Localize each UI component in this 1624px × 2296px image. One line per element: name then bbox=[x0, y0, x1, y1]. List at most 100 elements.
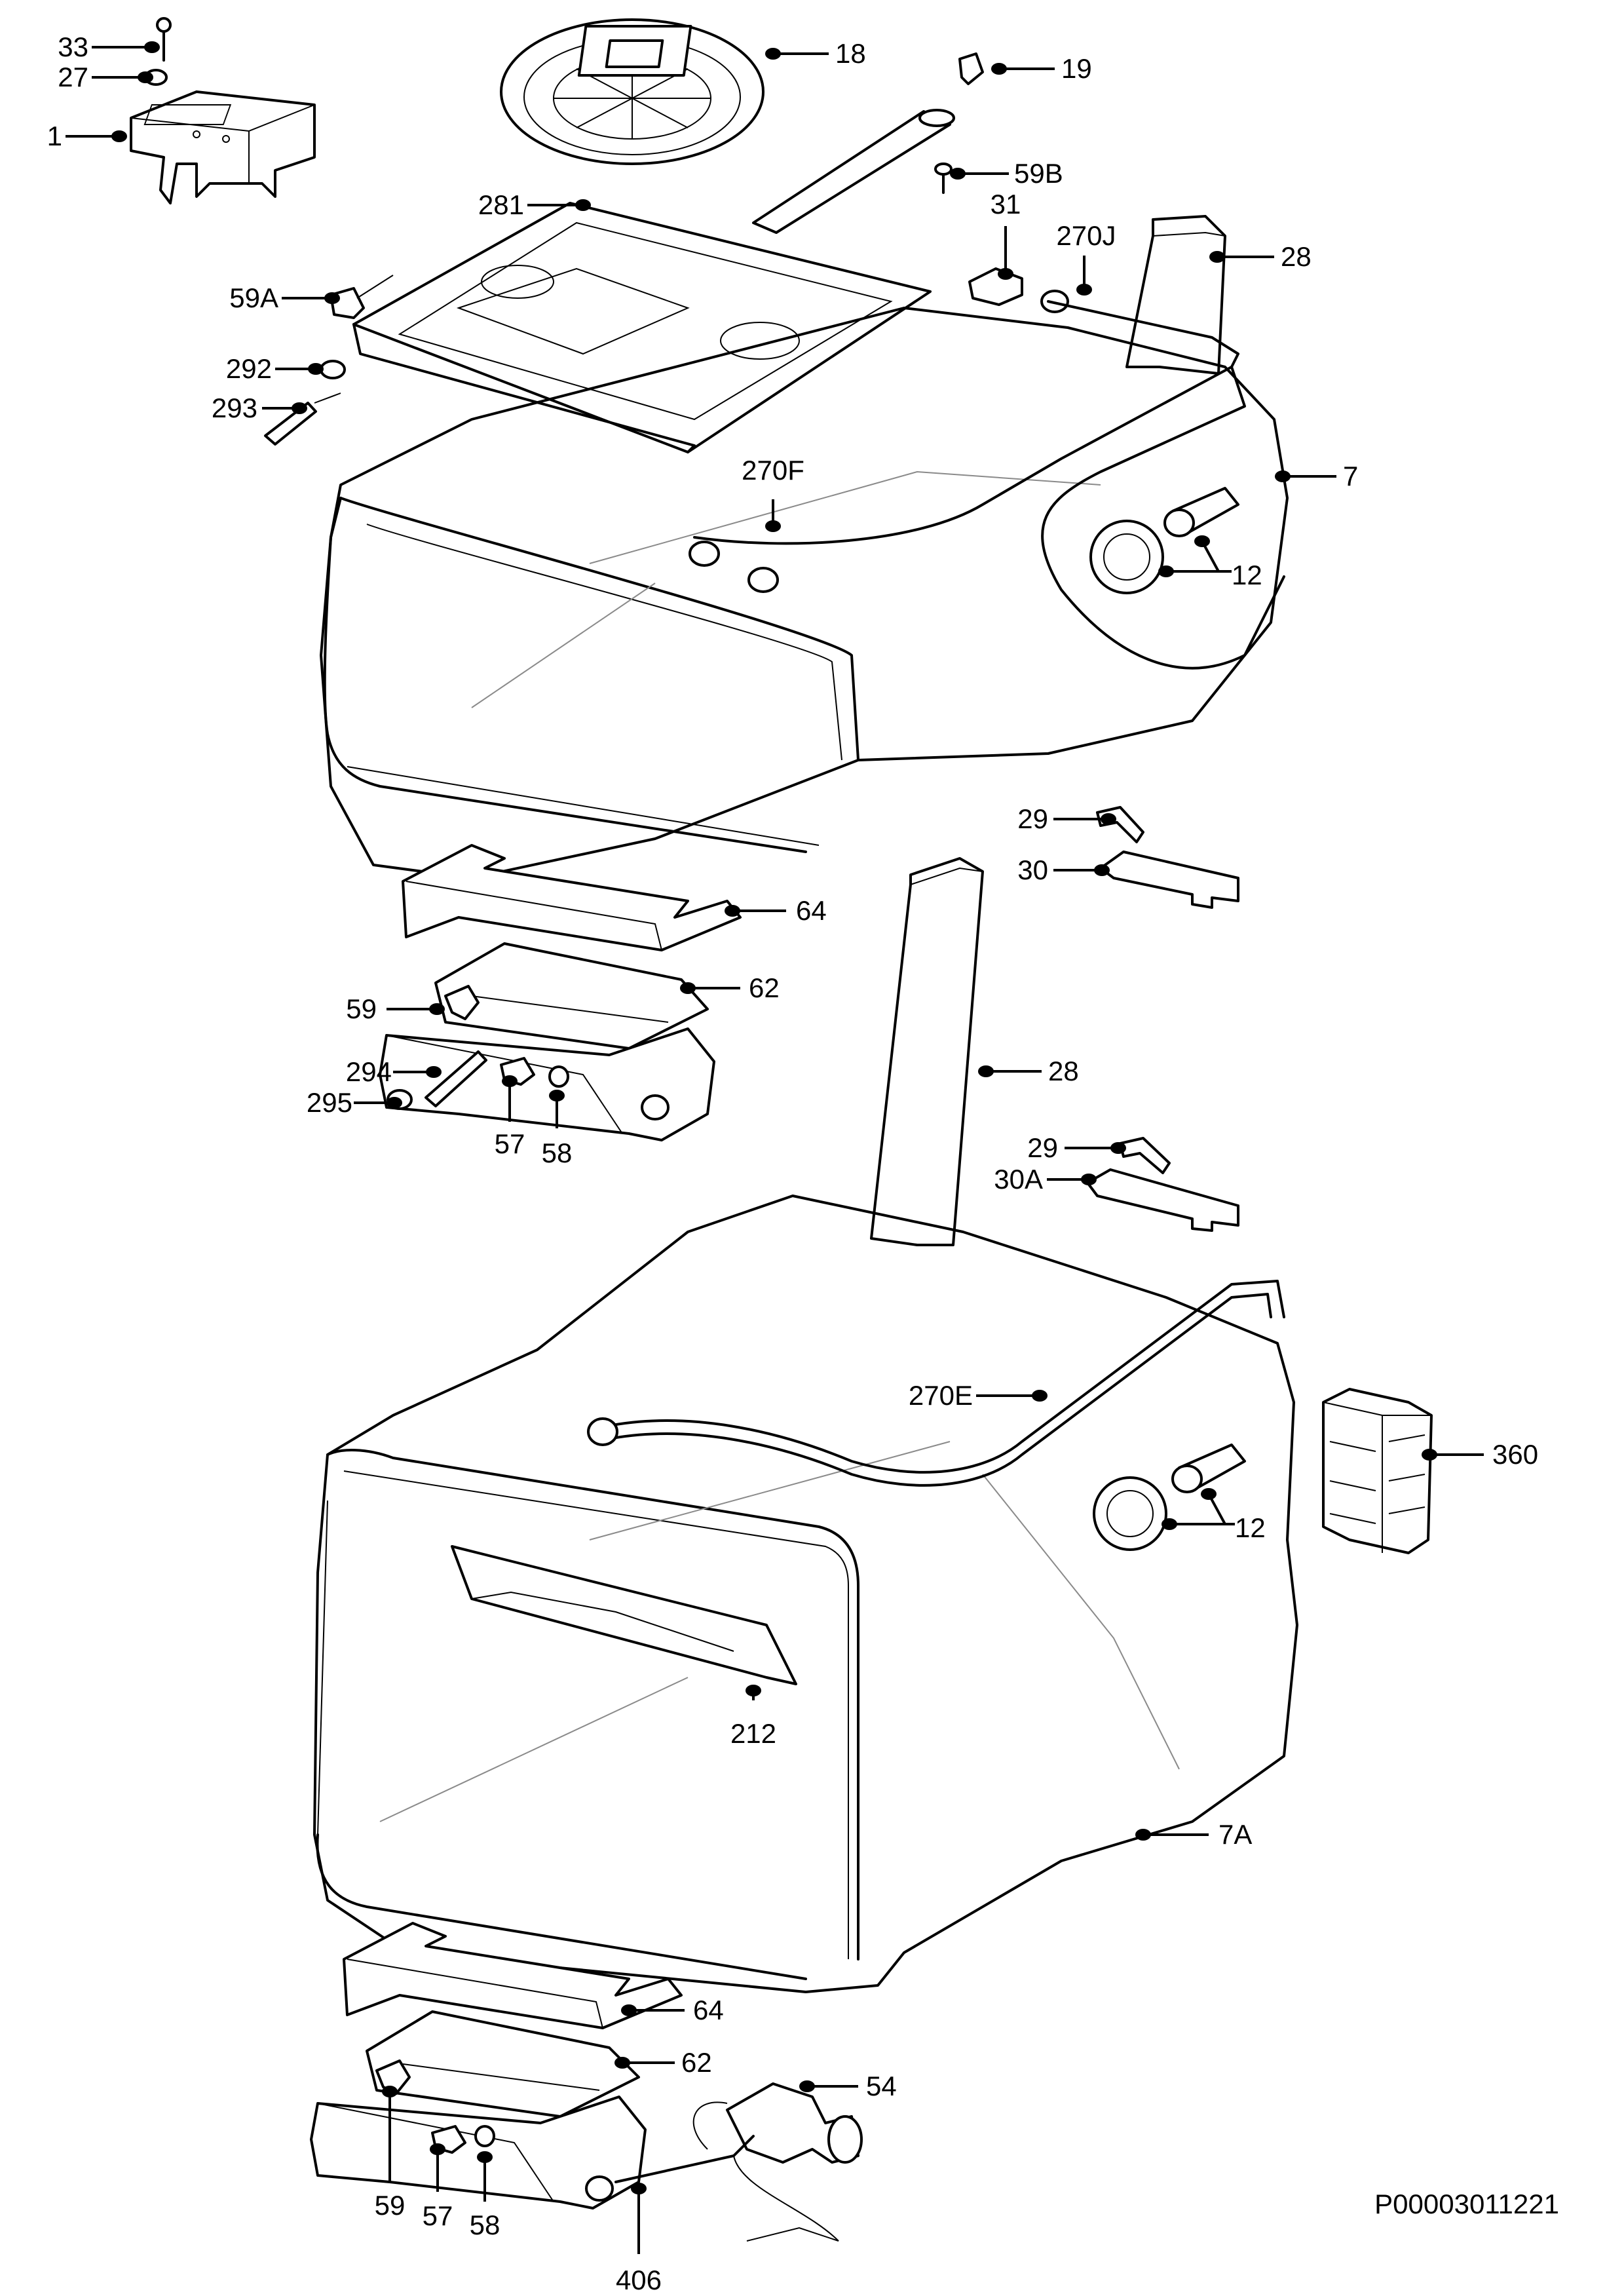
svg-text:270J: 270J bbox=[1056, 220, 1116, 251]
svg-text:64: 64 bbox=[693, 1995, 724, 2025]
callout-295[interactable]: 295 bbox=[307, 1087, 402, 1118]
callout-1[interactable]: 1 bbox=[47, 121, 127, 151]
callout-270J[interactable]: 270J bbox=[1056, 220, 1116, 296]
callout-29-lower[interactable]: 29 bbox=[1027, 1132, 1126, 1163]
svg-text:7: 7 bbox=[1343, 461, 1358, 491]
part-294-sensor bbox=[425, 1050, 487, 1107]
callout-12-lower[interactable]: 12 bbox=[1161, 1488, 1266, 1543]
part-59-upper-connector bbox=[444, 985, 480, 1020]
svg-text:59A: 59A bbox=[229, 282, 278, 313]
part-54-motor bbox=[692, 2082, 863, 2164]
part-360-relay-block bbox=[1322, 1388, 1433, 1554]
callout-31[interactable]: 31 bbox=[991, 189, 1021, 280]
svg-text:28: 28 bbox=[1281, 241, 1312, 272]
callout-57-upper[interactable]: 57 bbox=[495, 1075, 525, 1159]
drawing-code: P00003011221 bbox=[1374, 2189, 1559, 2219]
part-28-lower-duct bbox=[870, 857, 984, 1246]
callout-59-upper[interactable]: 59 bbox=[346, 993, 445, 1024]
callout-270F[interactable]: 270F bbox=[742, 455, 804, 532]
callout-28-upper[interactable]: 28 bbox=[1209, 241, 1312, 272]
part-7-upper-tank bbox=[320, 300, 1289, 879]
part-59B-screw bbox=[934, 163, 953, 194]
callout-18[interactable]: 18 bbox=[765, 38, 866, 69]
svg-text:57: 57 bbox=[423, 2200, 453, 2231]
callout-64-upper[interactable]: 64 bbox=[725, 895, 827, 926]
svg-text:54: 54 bbox=[866, 2071, 897, 2101]
callout-7[interactable]: 7 bbox=[1275, 461, 1358, 491]
callout-212[interactable]: 212 bbox=[730, 1685, 776, 1749]
callout-406[interactable]: 406 bbox=[616, 2183, 662, 2295]
callout-7A[interactable]: 7A bbox=[1135, 1819, 1252, 1850]
part-29-lower-clip bbox=[1119, 1137, 1171, 1174]
svg-text:294: 294 bbox=[346, 1056, 392, 1087]
part-64-lower-shield bbox=[343, 1922, 683, 2029]
svg-text:31: 31 bbox=[991, 189, 1021, 220]
part-270J-fitting bbox=[1040, 290, 1069, 313]
part-7A-lower-tank bbox=[313, 1195, 1298, 1993]
callout-59-lower[interactable]: 59 bbox=[375, 2086, 406, 2221]
callouts: 33 27 1 18 19 59B 28 bbox=[47, 31, 1538, 2295]
part-62-upper-element bbox=[379, 942, 715, 1141]
part-28-upper-duct bbox=[1125, 215, 1226, 375]
svg-text:18: 18 bbox=[835, 38, 866, 69]
callout-292[interactable]: 292 bbox=[226, 353, 324, 384]
callout-62-lower[interactable]: 62 bbox=[614, 2047, 712, 2078]
svg-text:270F: 270F bbox=[742, 455, 804, 486]
callout-62-upper[interactable]: 62 bbox=[680, 972, 780, 1003]
svg-text:12: 12 bbox=[1232, 560, 1262, 590]
svg-text:29: 29 bbox=[1027, 1132, 1058, 1163]
svg-text:59B: 59B bbox=[1014, 158, 1063, 189]
callout-33[interactable]: 33 bbox=[58, 31, 160, 62]
part-59-lower-connector bbox=[375, 2059, 411, 2095]
svg-text:57: 57 bbox=[495, 1128, 525, 1159]
callout-54[interactable]: 54 bbox=[799, 2071, 897, 2101]
callout-270E[interactable]: 270E bbox=[909, 1380, 1048, 1411]
callout-58-lower[interactable]: 58 bbox=[470, 2151, 500, 2240]
svg-text:30A: 30A bbox=[994, 1164, 1043, 1195]
svg-text:33: 33 bbox=[58, 31, 88, 62]
callout-360[interactable]: 360 bbox=[1422, 1439, 1538, 1470]
callout-29-upper[interactable]: 29 bbox=[1017, 803, 1116, 834]
callout-281[interactable]: 281 bbox=[478, 189, 591, 220]
callout-28-lower[interactable]: 28 bbox=[978, 1056, 1079, 1086]
svg-text:360: 360 bbox=[1492, 1439, 1538, 1470]
part-33-screw bbox=[156, 17, 172, 62]
part-64-upper-shield bbox=[402, 844, 742, 951]
svg-text:28: 28 bbox=[1048, 1056, 1079, 1086]
svg-text:7A: 7A bbox=[1218, 1819, 1252, 1850]
callout-57-lower[interactable]: 57 bbox=[423, 2143, 453, 2231]
svg-text:27: 27 bbox=[58, 62, 88, 92]
svg-text:58: 58 bbox=[542, 1138, 573, 1168]
callout-59B[interactable]: 59B bbox=[950, 158, 1063, 189]
callout-30A[interactable]: 30A bbox=[994, 1164, 1097, 1195]
svg-text:295: 295 bbox=[307, 1087, 352, 1118]
part-1-control-box bbox=[130, 90, 316, 204]
svg-text:406: 406 bbox=[616, 2265, 662, 2295]
svg-text:30: 30 bbox=[1017, 854, 1048, 885]
svg-text:281: 281 bbox=[478, 189, 524, 220]
callout-294[interactable]: 294 bbox=[346, 1056, 442, 1087]
callout-58-upper[interactable]: 58 bbox=[542, 1090, 573, 1168]
part-62-lower-element bbox=[310, 2010, 647, 2210]
svg-text:62: 62 bbox=[749, 972, 780, 1003]
callout-59A[interactable]: 59A bbox=[229, 282, 340, 313]
part-30A-rail bbox=[1086, 1168, 1239, 1232]
svg-text:270E: 270E bbox=[909, 1380, 973, 1411]
part-58-lower-grommet bbox=[474, 2125, 495, 2147]
callout-293[interactable]: 293 bbox=[212, 392, 307, 423]
part-281-lid-plate bbox=[352, 109, 955, 453]
svg-text:62: 62 bbox=[681, 2047, 712, 2078]
svg-text:59: 59 bbox=[346, 993, 377, 1024]
callout-30[interactable]: 30 bbox=[1017, 854, 1110, 885]
svg-text:12: 12 bbox=[1235, 1512, 1266, 1543]
callout-12-upper[interactable]: 12 bbox=[1158, 535, 1262, 590]
callout-19[interactable]: 19 bbox=[991, 53, 1092, 84]
svg-text:59: 59 bbox=[375, 2190, 406, 2221]
callout-64-lower[interactable]: 64 bbox=[621, 1995, 724, 2025]
part-293-sensor bbox=[264, 392, 341, 446]
svg-text:64: 64 bbox=[796, 895, 827, 926]
svg-text:19: 19 bbox=[1061, 53, 1092, 84]
callout-27[interactable]: 27 bbox=[58, 62, 153, 92]
svg-text:293: 293 bbox=[212, 392, 257, 423]
